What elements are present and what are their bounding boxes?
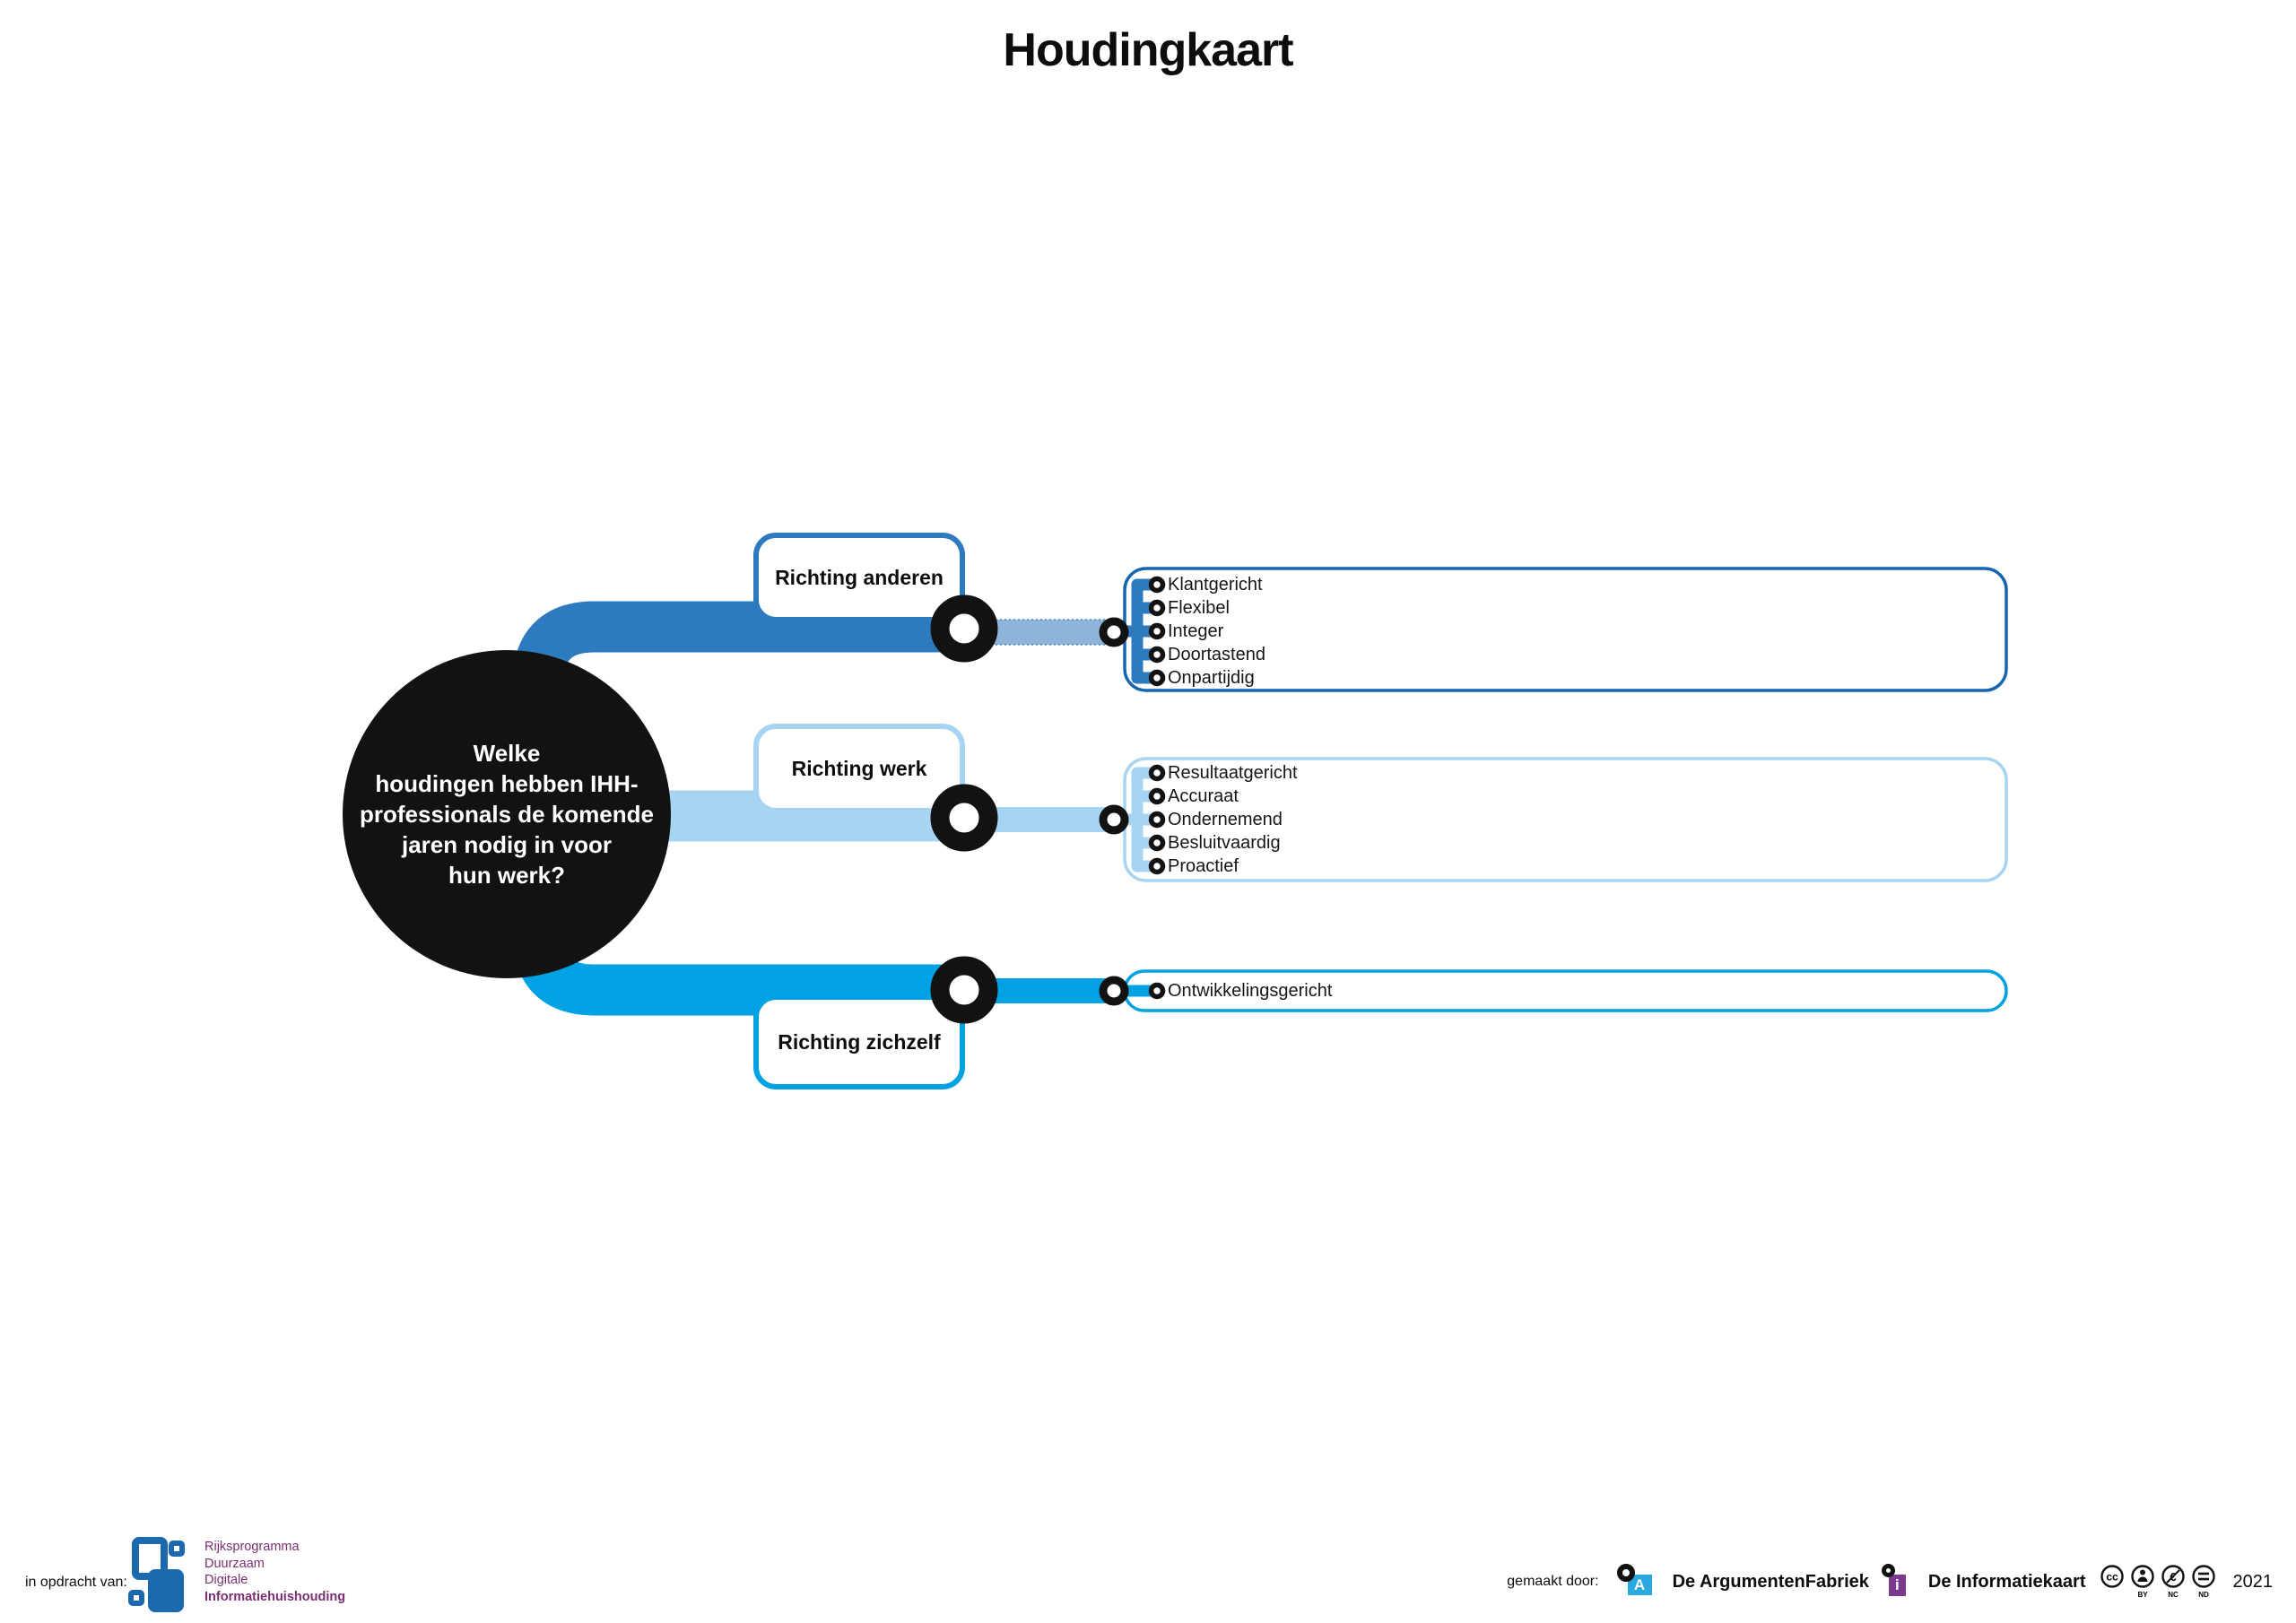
branch-label-anderen: Richting anderen bbox=[775, 565, 944, 589]
comb-stubs bbox=[1118, 767, 1161, 872]
question-line: houdingen hebben IHH- bbox=[375, 770, 639, 797]
argumentenfabriek-logo-icon: A bbox=[1616, 1562, 1660, 1601]
logo-ring-icon bbox=[1881, 1564, 1895, 1577]
org-line: Rijksprogramma bbox=[204, 1540, 300, 1554]
logo-ring-icon bbox=[1616, 1564, 1635, 1582]
credit-name-argumentenfabriek: De ArgumentenFabriek bbox=[1672, 1571, 1869, 1592]
bullet-ring-icon bbox=[1148, 576, 1166, 594]
credits-bar: gemaakt door: A De ArgumentenFabriek i D… bbox=[1507, 1558, 2273, 1605]
cc-by-icon bbox=[2130, 1565, 2154, 1588]
cc-by-label: BY bbox=[2137, 1591, 2148, 1599]
small-donut-zichzelf-icon bbox=[1099, 976, 1129, 1006]
informatiekaart-logo-icon: i bbox=[1881, 1562, 1916, 1601]
list-item: Klantgericht bbox=[1168, 575, 1263, 595]
list-item: Integer bbox=[1168, 621, 1224, 641]
commissioned-by-label: in opdracht van: bbox=[25, 1575, 127, 1590]
list-item: Onpartijdig bbox=[1168, 668, 1255, 688]
bullet-ring-icon bbox=[1148, 669, 1166, 687]
small-donut-werk-icon bbox=[1099, 804, 1129, 835]
comb-werk bbox=[1118, 767, 1161, 872]
cc-nc-icon bbox=[2161, 1565, 2185, 1588]
question-circle bbox=[343, 650, 671, 978]
comb-stubs bbox=[1118, 578, 1161, 684]
donut-werk-icon bbox=[930, 784, 998, 852]
org-line: Informatiehuishouding bbox=[204, 1589, 346, 1604]
page-title: Houdingkaart bbox=[1003, 24, 1293, 76]
item-bullets-werk bbox=[1148, 764, 1166, 875]
org-line: Digitale bbox=[204, 1573, 248, 1587]
question-line: jaren nodig in voor bbox=[401, 831, 612, 858]
bullet-ring-icon bbox=[1148, 982, 1166, 1000]
list-item: Accuraat bbox=[1168, 786, 1239, 806]
list-item: Resultaatgericht bbox=[1168, 763, 1298, 783]
cc-icon bbox=[2100, 1565, 2124, 1588]
bullet-ring-icon bbox=[1148, 622, 1166, 640]
label-box-zichzelf bbox=[753, 994, 965, 1089]
label-box-anderen bbox=[753, 533, 965, 622]
bullet-ring-icon bbox=[1148, 646, 1166, 664]
rddi-logo-icon bbox=[128, 1537, 185, 1612]
central-question: Welke houdingen hebben IHH- professional… bbox=[344, 738, 670, 890]
comb-anderen bbox=[1118, 578, 1161, 684]
list-item: Flexibel bbox=[1168, 598, 1230, 618]
org-line: Duurzaam bbox=[204, 1556, 265, 1571]
small-donut-anderen-icon bbox=[1099, 617, 1129, 647]
branch-label-werk: Richting werk bbox=[791, 756, 927, 780]
list-item: Ontwikkelingsgericht bbox=[1168, 981, 1333, 1001]
question-line: Welke bbox=[473, 740, 541, 767]
list-item: Proactief bbox=[1168, 856, 1239, 876]
cc-nd-label: ND bbox=[2198, 1591, 2209, 1599]
label-box-werk bbox=[753, 724, 965, 813]
cc-license-icons: cc € BY NC ND bbox=[2100, 1565, 2215, 1599]
donut-zichzelf-icon bbox=[930, 956, 998, 1024]
bullet-ring-icon bbox=[1148, 834, 1166, 852]
year-label: 2021 bbox=[2232, 1571, 2274, 1592]
list-item: Besluitvaardig bbox=[1168, 833, 1281, 853]
bullet-ring-icon bbox=[1148, 764, 1166, 782]
question-line: professionals de komende bbox=[360, 801, 654, 828]
bullet-ring-icon bbox=[1148, 599, 1166, 617]
logo-letter: A bbox=[1627, 1575, 1652, 1595]
credit-name-informatiekaart: De Informatiekaart bbox=[1927, 1571, 2086, 1592]
made-by-label: gemaakt door: bbox=[1507, 1574, 1599, 1589]
rddi-org-name: Rijksprogramma Duurzaam Digitale Informa… bbox=[204, 1539, 345, 1605]
bullet-ring-icon bbox=[1148, 857, 1166, 875]
list-item: Ondernemend bbox=[1168, 810, 1283, 829]
cc-nc-label: NC bbox=[2168, 1591, 2179, 1599]
branch-label-zichzelf: Richting zichzelf bbox=[778, 1029, 941, 1054]
donut-anderen-icon bbox=[930, 595, 998, 663]
bullet-ring-icon bbox=[1148, 811, 1166, 829]
logo-letter: i bbox=[1888, 1575, 1906, 1596]
question-line: hun werk? bbox=[448, 862, 565, 889]
list-item: Doortastend bbox=[1168, 645, 1265, 664]
cc-nd-icon bbox=[2191, 1565, 2215, 1588]
item-bullets-anderen bbox=[1148, 576, 1166, 687]
bullet-ring-icon bbox=[1148, 787, 1166, 805]
cc-glyph: cc bbox=[2106, 1571, 2118, 1584]
